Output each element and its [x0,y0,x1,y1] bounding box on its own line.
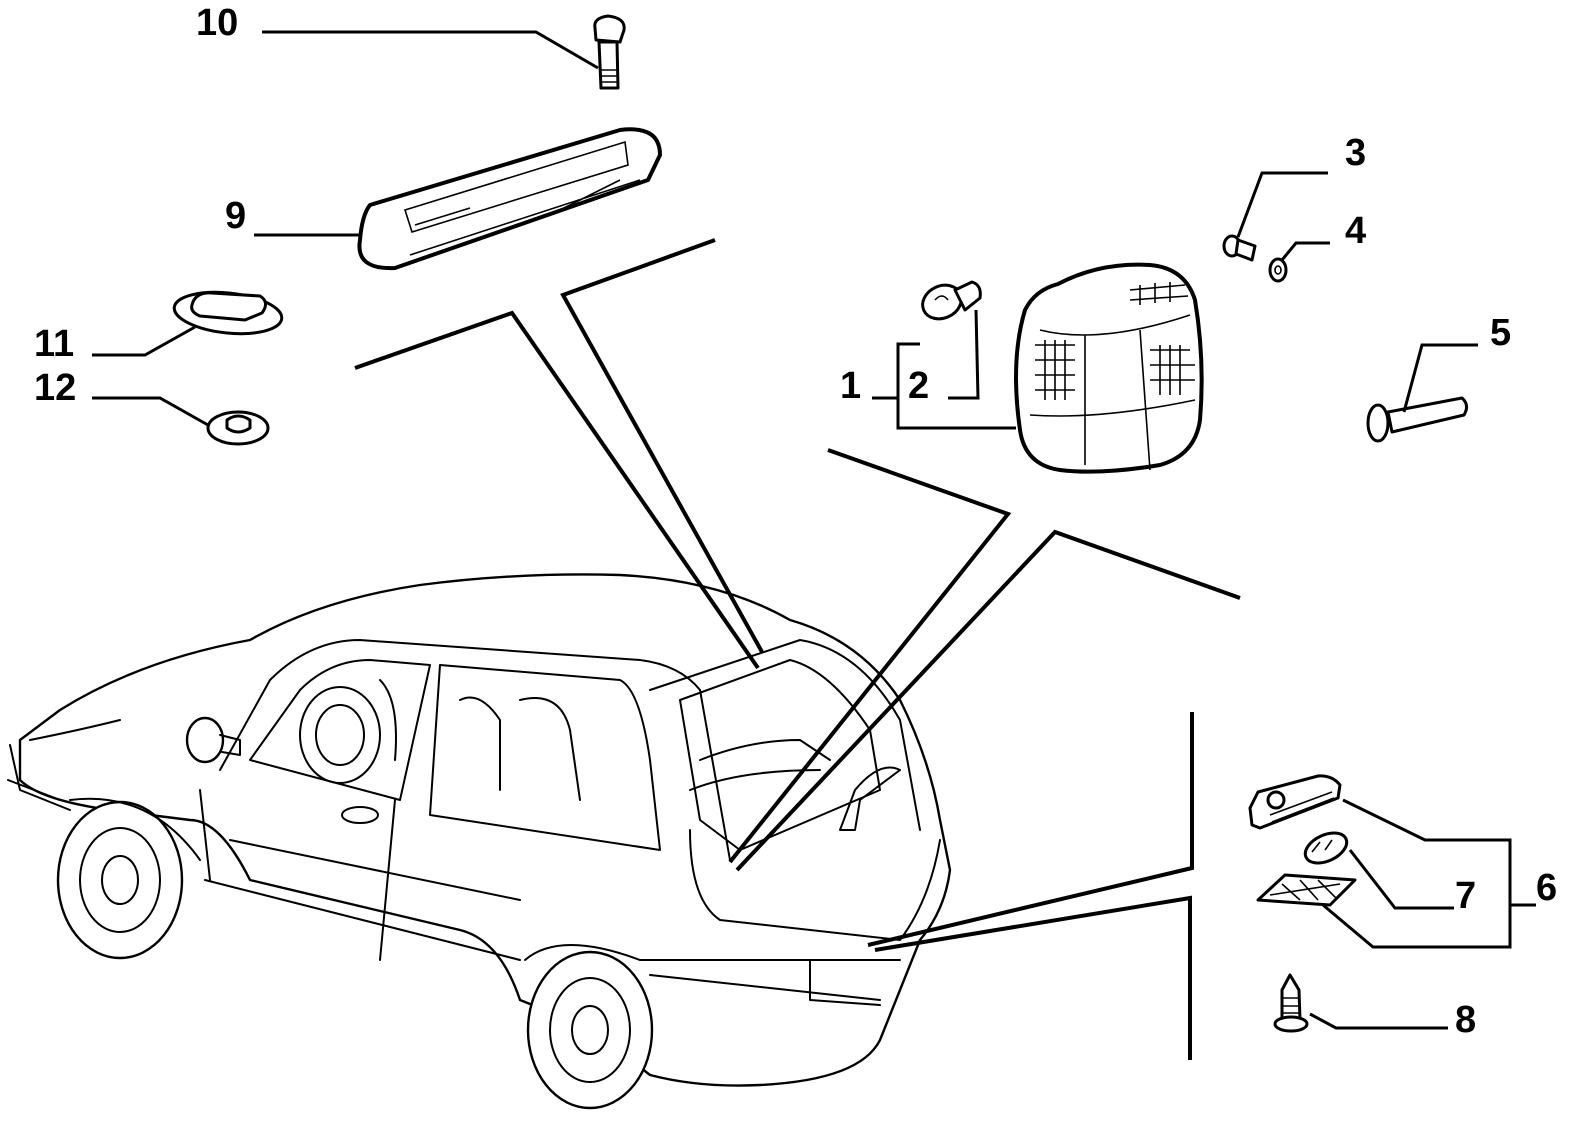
part-3-screw [1222,234,1257,262]
callout-label-6: 6 [1536,867,1557,909]
part-11-gasket [172,290,284,336]
part-4-washer [1268,257,1288,283]
callout-10: 10 [196,2,599,70]
callout-12: 12 [34,367,209,427]
callout-label-5: 5 [1490,312,1511,354]
callout-label-9: 9 [225,195,246,237]
callout-label-3: 3 [1345,132,1366,174]
callout-5: 5 [1402,312,1511,413]
callout-1-2: 1 2 [840,309,1016,430]
part-2-bulb [921,280,982,321]
callout-4: 4 [1280,210,1366,261]
callout-3: 3 [1236,132,1366,238]
callout-11: 11 [34,323,196,365]
part-1-rear-lamp [1014,262,1204,474]
callout-label-2: 2 [908,365,929,407]
callout-label-4: 4 [1345,210,1366,252]
part-7-lens [1256,873,1357,907]
callout-label-7: 7 [1455,875,1476,917]
callout-9: 9 [225,195,362,237]
car-pointer-lines [354,238,1241,1060]
part-12-grommet [206,410,270,446]
callout-label-10: 10 [196,2,238,44]
callout-6-7: 7 6 [1322,798,1557,949]
callout-label-1: 1 [840,365,861,407]
part-7-bulb [1303,831,1349,865]
car-illustration [7,573,952,1110]
part-6-plate-light [1248,774,1342,830]
callout-label-11: 11 [34,323,74,365]
part-5-spacer-pin [1366,396,1469,443]
callout-label-12: 12 [34,367,76,409]
part-10-bolt [593,14,626,90]
part-8-screw [1273,973,1309,1033]
callout-8: 8 [1309,999,1476,1041]
callout-label-8: 8 [1455,999,1476,1041]
part-9-third-brake-light [357,127,662,271]
